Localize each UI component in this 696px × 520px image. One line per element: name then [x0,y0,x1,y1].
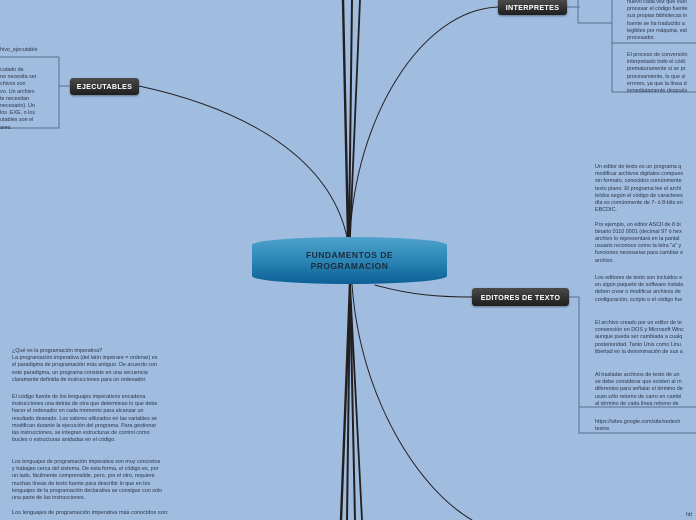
topic-ejecutables[interactable]: EJECUTABLES [70,78,139,95]
note-interpretes-2: El proceso de conversión interpretado to… [627,52,688,95]
topic-label: INTERPRETES [505,3,560,12]
note-editores-3: El archivo creado por un editor de te co… [595,320,684,355]
topic-editores-de-texto[interactable]: EDITORES DE TEXTO [472,288,569,306]
note-imperativa-2: El código fuente de los lenguajes impera… [12,394,158,444]
note-interpretes-1: nuevo cada vez que vuel procesar el códi… [627,0,688,42]
note-editores-1: Un editor de texto es un programa q modi… [595,164,684,264]
note-imperativa-4: Los lenguajes de programación imperativa… [12,510,169,516]
note-fragment: htt [686,512,692,518]
note-ejecutables-link[interactable]: hivo_ejecutable [0,47,38,53]
topic-label: EDITORES DE TEXTO [480,292,561,302]
central-topic-title: FUNDAMENTOS DE PROGRAMACION [305,249,394,271]
note-ejecutables-1: cutado de no necesita ser chivos son vo.… [0,67,37,131]
topic-interpretes[interactable]: INTERPRETES [498,0,567,15]
note-editores-2: Los editores de texto son incluidos e en… [595,275,684,303]
topic-label: EJECUTABLES [76,82,133,91]
note-imperativa-1: ¿Qué es la programación imperativa? La p… [12,348,158,383]
note-editores-link[interactable]: https://sites.google.com/site/sedech tex… [595,419,681,433]
note-editores-4: Al trasladar archivos de texto de un se … [595,372,683,407]
central-topic[interactable]: FUNDAMENTOS DE PROGRAMACION [252,237,447,284]
note-imperativa-3: Los lenguajes de programación imperativa… [12,459,163,502]
